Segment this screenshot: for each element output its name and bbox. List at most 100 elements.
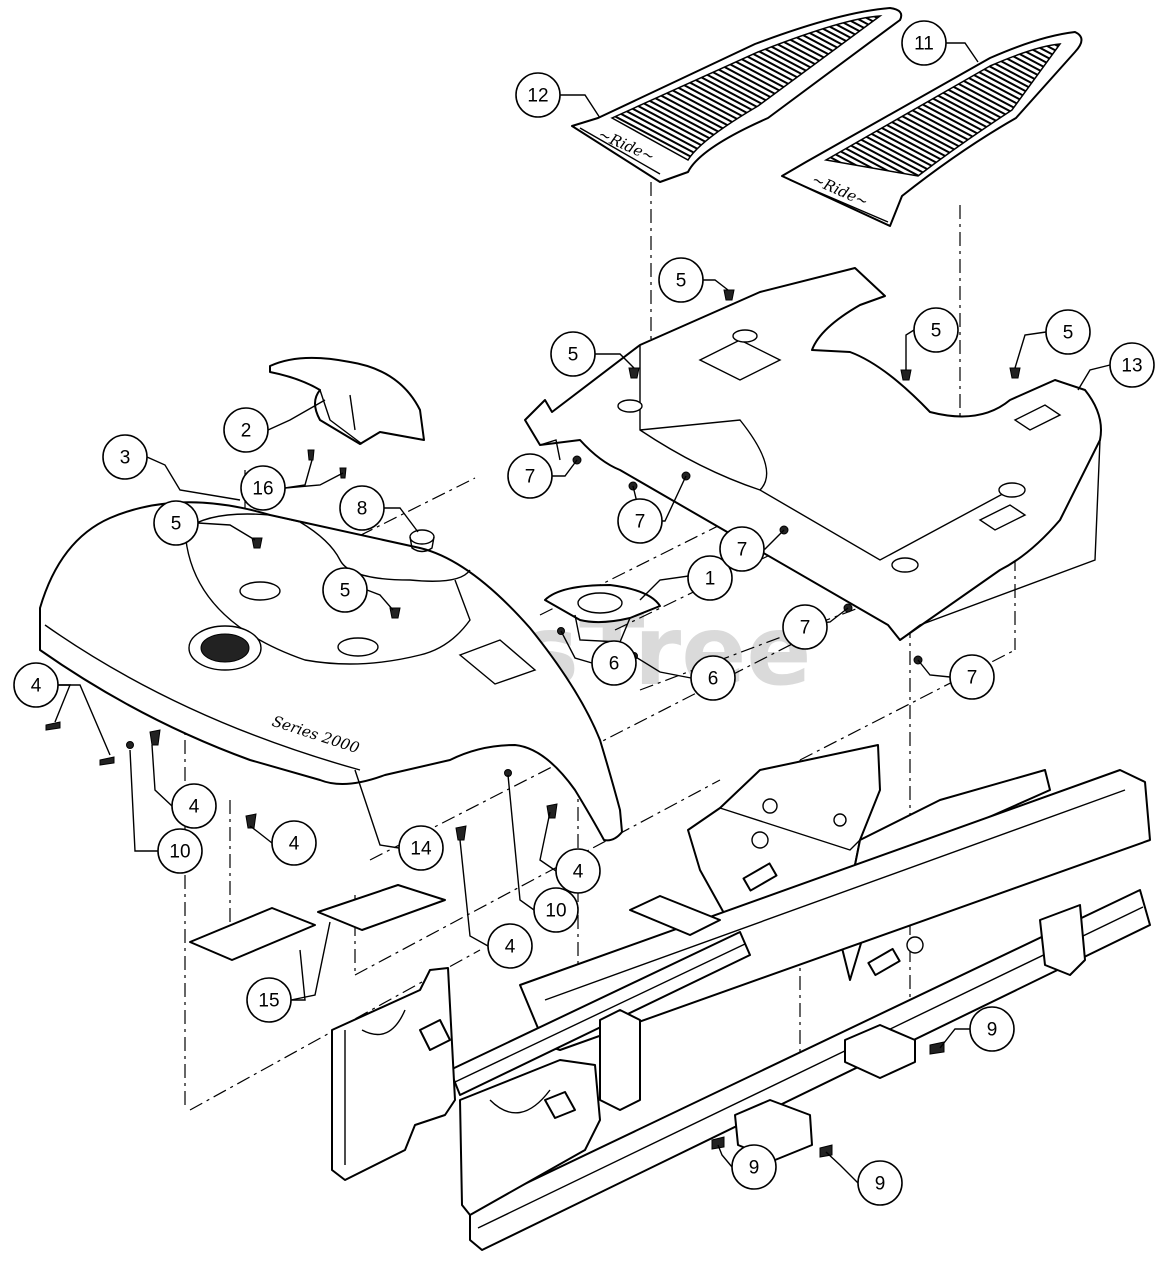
- callout-7: 7: [617, 498, 663, 544]
- callout-1: 1: [687, 555, 733, 601]
- callout-label: 4: [573, 862, 584, 883]
- callout-7: 7: [782, 604, 828, 650]
- callout-label: 10: [169, 842, 190, 863]
- callout-circle: [782, 604, 828, 650]
- callout-label: 5: [1063, 323, 1074, 344]
- callout-4: 4: [487, 923, 533, 969]
- callout-7: 7: [507, 453, 553, 499]
- callout-label: 4: [505, 937, 516, 958]
- callout-4: 4: [171, 783, 217, 829]
- side-plates: [331, 967, 601, 1216]
- callout-6: 6: [690, 655, 736, 701]
- callout-circle: [913, 307, 959, 353]
- callout-label: 7: [800, 618, 811, 639]
- callout-circle: [533, 887, 579, 933]
- decal-plates: [189, 884, 446, 961]
- callout-label: 4: [31, 676, 42, 697]
- callout-label: 6: [708, 669, 719, 690]
- dash-panel: [269, 356, 425, 445]
- callout-label: 13: [1121, 356, 1142, 377]
- callout-label: 11: [914, 34, 934, 55]
- callout-circle: [690, 655, 736, 701]
- callout-label: 3: [120, 448, 131, 469]
- callout-circle: [658, 257, 704, 303]
- callout-13: 13: [1109, 342, 1155, 388]
- callout-circle: [223, 407, 269, 453]
- callout-circle: [901, 20, 947, 66]
- plug: [409, 529, 435, 553]
- callout-circle: [507, 453, 553, 499]
- callout-8: 8: [339, 485, 385, 531]
- callout-9: 9: [969, 1006, 1015, 1052]
- callout-5: 5: [550, 331, 596, 377]
- callout-label: 5: [931, 321, 942, 342]
- callout-3: 3: [102, 434, 148, 480]
- callout-label: 5: [676, 271, 687, 292]
- callout-label: 7: [635, 512, 646, 533]
- callout-label: 5: [340, 581, 351, 602]
- callout-11: 11: [901, 20, 947, 66]
- callout-label: 2: [241, 421, 252, 442]
- callout-circle: [322, 567, 368, 613]
- callout-5: 5: [1045, 309, 1091, 355]
- callout-5: 5: [322, 567, 368, 613]
- callout-circle: [339, 485, 385, 531]
- callout-7: 7: [719, 526, 765, 572]
- callout-16: 16: [240, 465, 286, 511]
- callout-4: 4: [271, 820, 317, 866]
- callout-label: 7: [737, 540, 748, 561]
- callout-circle: [153, 500, 199, 546]
- callout-15: 15: [246, 977, 292, 1023]
- callout-label: 16: [252, 479, 273, 500]
- callout-circle: [13, 662, 59, 708]
- callout-label: 9: [749, 1158, 760, 1179]
- callout-circle: [487, 923, 533, 969]
- callout-circle: [949, 654, 995, 700]
- callout-circle: [102, 434, 148, 480]
- callout-circle: [969, 1006, 1015, 1052]
- callout-label: 8: [357, 499, 368, 520]
- callout-label: 9: [875, 1174, 886, 1195]
- callout-circle: [398, 825, 444, 871]
- callout-label: 5: [171, 514, 182, 535]
- callout-circle: [1109, 342, 1155, 388]
- callout-label: 5: [568, 345, 579, 366]
- callout-circle: [687, 555, 733, 601]
- callout-label: 1: [705, 569, 716, 590]
- callout-14: 14: [398, 825, 444, 871]
- callout-label: 4: [289, 834, 300, 855]
- callout-5: 5: [153, 500, 199, 546]
- main-frame-rails: [449, 769, 1151, 1251]
- fasteners: [45, 289, 1021, 1158]
- callout-label: 4: [189, 797, 200, 818]
- callout-label: 10: [545, 901, 566, 922]
- callout-circle: [550, 331, 596, 377]
- callout-label: 6: [609, 654, 620, 675]
- callout-circle: [240, 465, 286, 511]
- callout-5: 5: [913, 307, 959, 353]
- callout-label: 7: [967, 668, 978, 689]
- callout-circle: [591, 640, 637, 686]
- callout-label: 12: [527, 86, 548, 107]
- hood-fender: Series 2000: [39, 501, 623, 842]
- callout-label: 14: [410, 839, 432, 860]
- callout-9: 9: [731, 1144, 777, 1190]
- callout-9: 9: [857, 1160, 903, 1206]
- callout-circle: [246, 977, 292, 1023]
- callout-12: 12: [515, 72, 561, 118]
- callout-6: 6: [591, 640, 637, 686]
- callout-label: 7: [525, 467, 536, 488]
- callout-circle: [555, 848, 601, 894]
- footrest-mat-right: ~Ride~: [781, 31, 1083, 227]
- callout-4: 4: [13, 662, 59, 708]
- callout-10: 10: [157, 828, 203, 874]
- callout-circle: [271, 820, 317, 866]
- callout-7: 7: [949, 654, 995, 700]
- callout-circle: [1045, 309, 1091, 355]
- callout-circle: [157, 828, 203, 874]
- callout-circle: [719, 526, 765, 572]
- callout-circle: [617, 498, 663, 544]
- callout-circle: [171, 783, 217, 829]
